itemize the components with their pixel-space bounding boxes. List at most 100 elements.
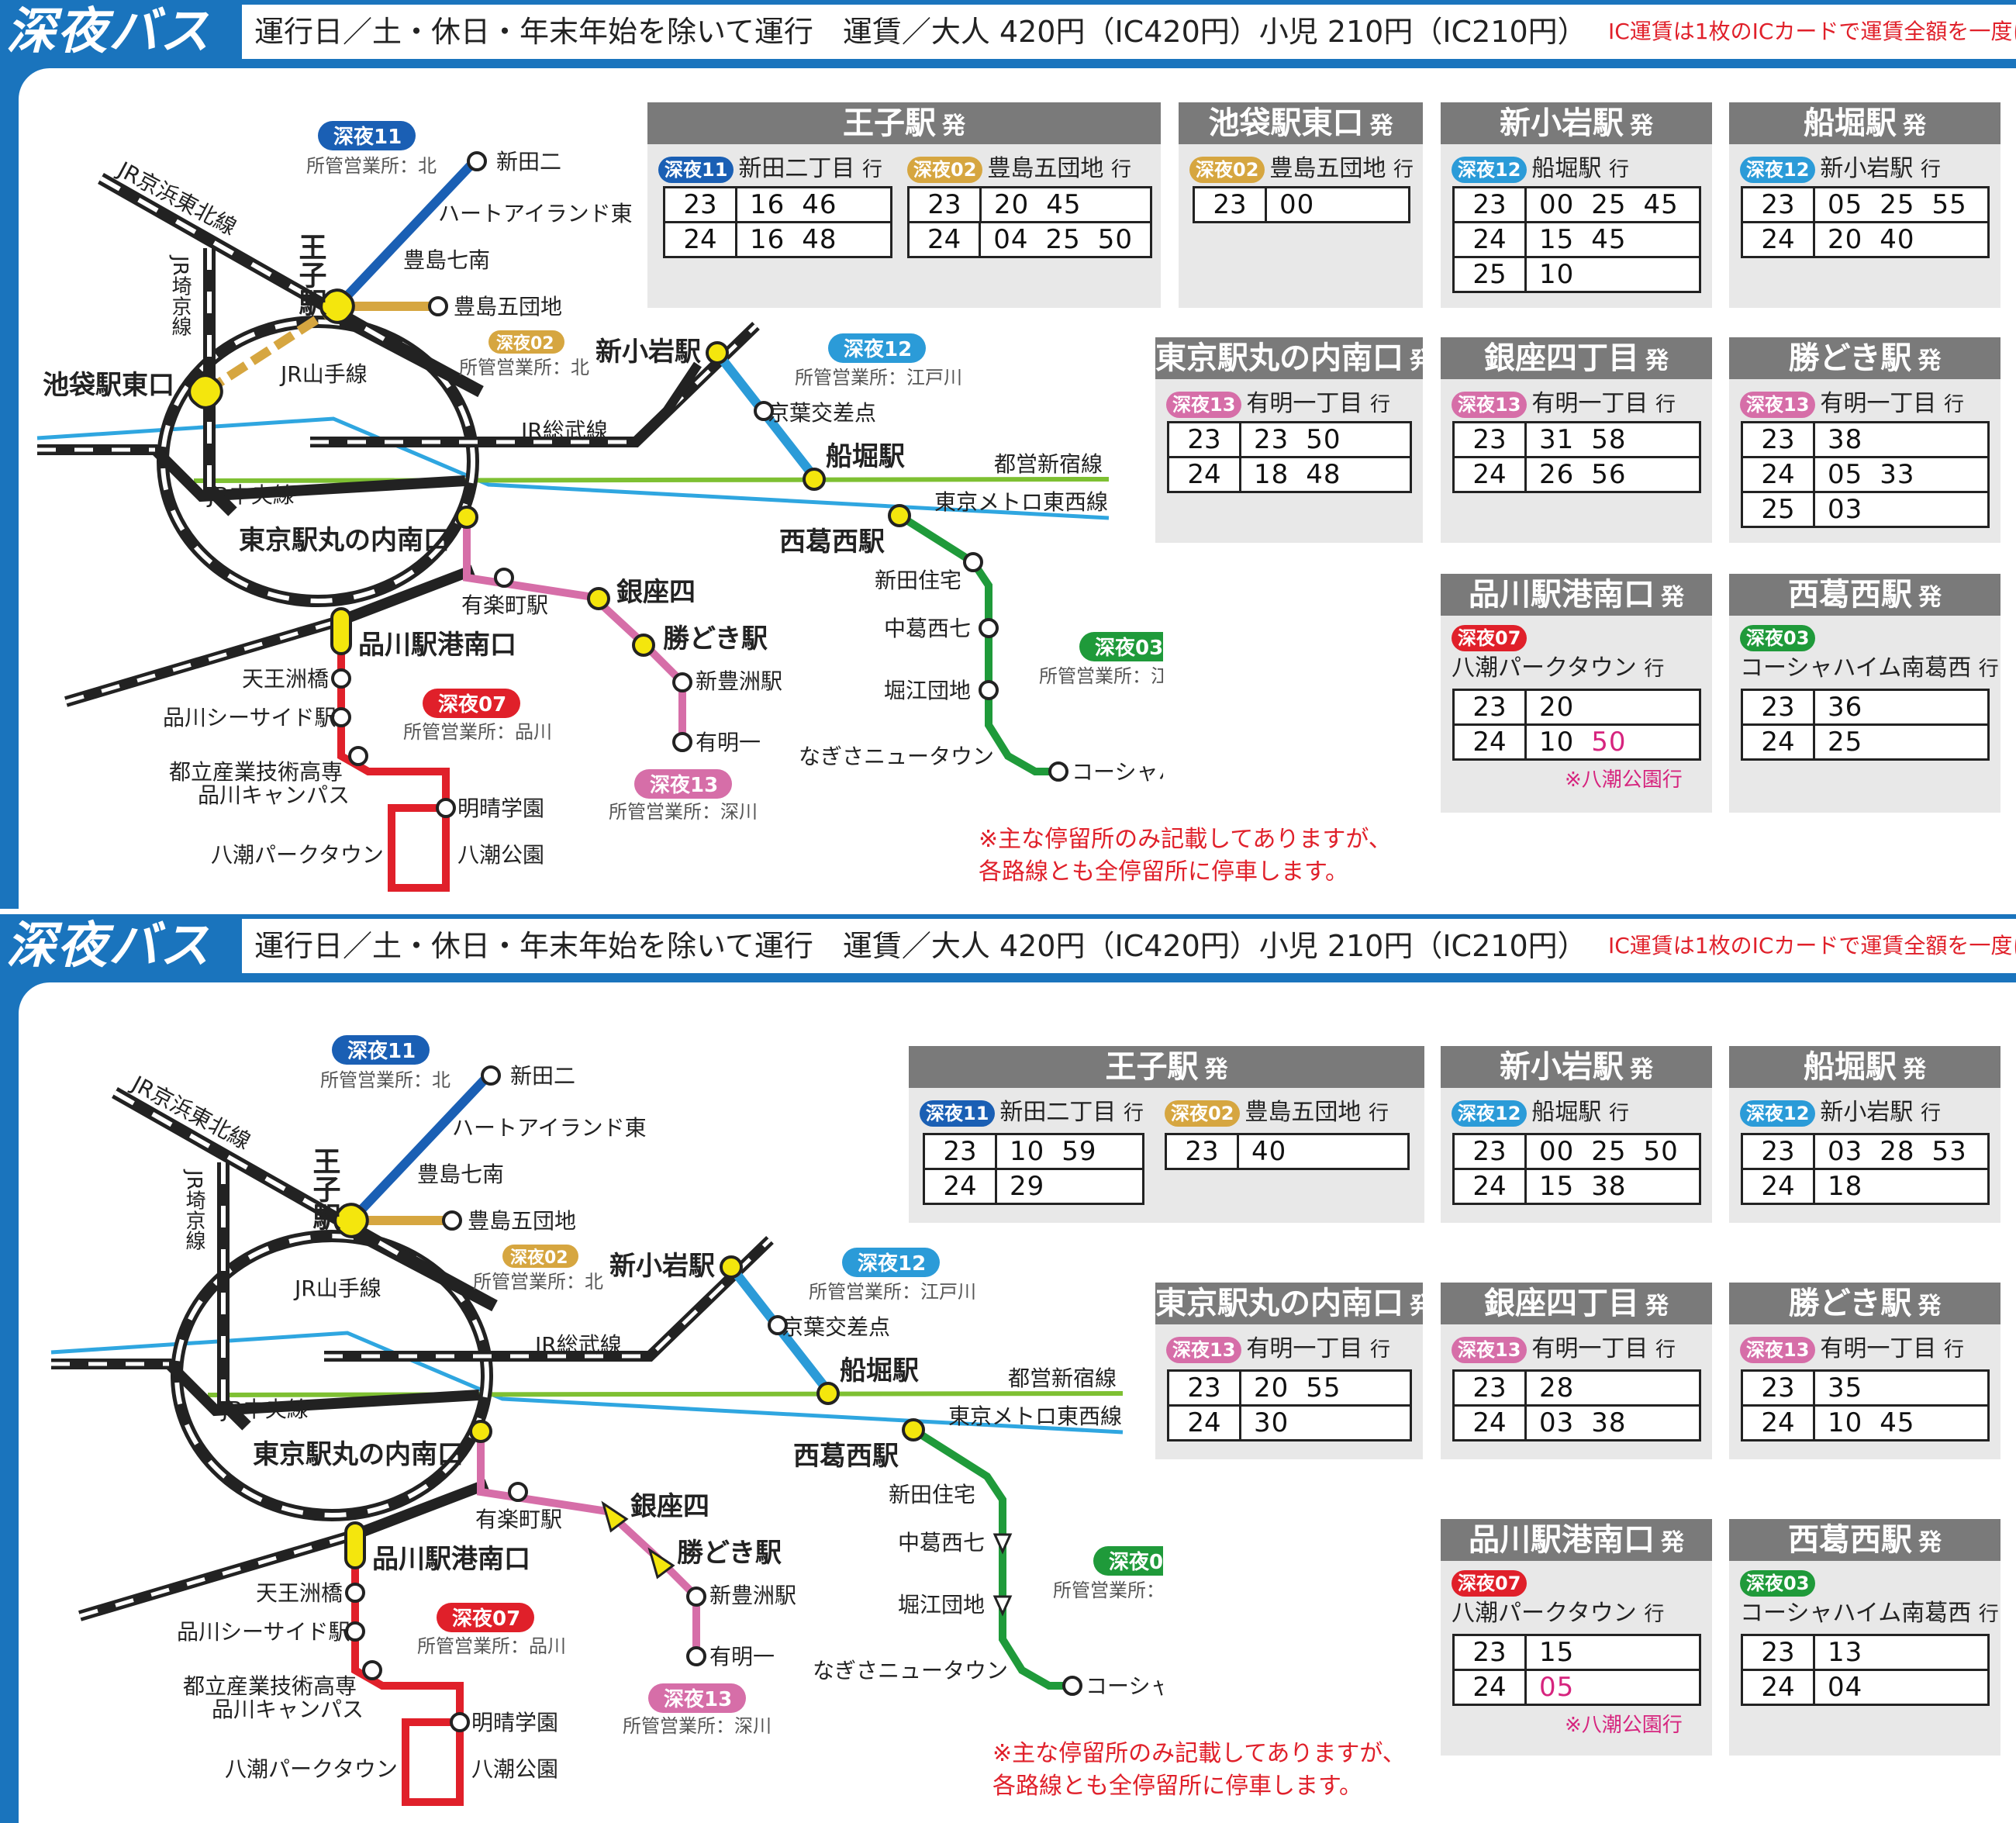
tt-head: 新小岩駅発 <box>1441 1046 1712 1088</box>
office-kita-02: 所管営業所：北 <box>459 357 589 378</box>
stop-shintaniji: 新田二 <box>496 149 561 174</box>
tt-minute: 59 <box>1062 1136 1097 1167</box>
tt-hour: 24 <box>1743 223 1815 256</box>
stop-toshima7: 豊島七南 <box>417 1162 504 1187</box>
tt-minutes: 05 <box>1527 1671 1699 1704</box>
tt-minute: 05 <box>1539 1672 1575 1703</box>
tt-hour: 23 <box>1455 423 1527 456</box>
logo-title: 深夜バス <box>6 3 211 60</box>
tt-hour: 24 <box>925 1170 997 1203</box>
tt-hour: 23 <box>1455 1135 1527 1168</box>
tt-minute: 28 <box>1539 1372 1575 1404</box>
tt-minute: 15 <box>1539 224 1575 255</box>
stop-toshima5: 豊島五団地 <box>468 1208 576 1234</box>
map-footnote-2: 各路線とも全停留所に停車します。 <box>992 1773 1362 1800</box>
tt-hour: 25 <box>1743 493 1815 526</box>
header-bar: 運行日／土・休日・年末年始を除いて運行 運賃／大人 420円（IC420円）小児… <box>242 5 2016 59</box>
tt-minute: 30 <box>1254 1407 1289 1438</box>
tt-minute: 20 <box>1254 1372 1289 1404</box>
office-edogawa-03: 所管営業所：江戸川 <box>1053 1580 1163 1601</box>
badge-r12: 深夜12 <box>844 337 912 361</box>
office-shinagawa: 所管営業所：品川 <box>417 1635 566 1657</box>
stop-sangyo: 都立産業技術高専 <box>169 759 343 785</box>
tt-head: 池袋駅東口発 <box>1179 102 1423 144</box>
stop-toshima7: 豊島七南 <box>403 247 490 273</box>
stop-toshima5: 豊島五団地 <box>454 294 562 319</box>
stop-nakakasai7: 中葛西七 <box>898 1530 985 1555</box>
tt-hour: 23 <box>1743 1135 1815 1168</box>
tt-hour: 24 <box>1169 458 1241 491</box>
stop-horie: 堀江団地 <box>884 678 971 703</box>
tt-minutes: 03 <box>1815 493 1987 526</box>
tt-hour: 24 <box>1455 1407 1527 1439</box>
tt-head: 新小岩駅発 <box>1441 102 1712 144</box>
timetable-panel-bottom: 深夜バス 運行日／土・休日・年末年始を除いて運行 運賃／大人 420円（IC42… <box>0 914 2016 1823</box>
tt-minute: 48 <box>802 224 837 255</box>
tt-minute: 45 <box>1880 1407 1915 1438</box>
tt-minute: 56 <box>1591 459 1627 490</box>
tt-hour: 24 <box>1455 1671 1527 1704</box>
tt-minute: 33 <box>1880 459 1915 490</box>
rail-saikyo: JR埼京線 <box>168 254 192 337</box>
stop-markers <box>188 151 1068 818</box>
tt-minute: 20 <box>994 189 1030 220</box>
tt-minute: 45 <box>1643 189 1679 220</box>
route-02-dashed <box>202 302 340 396</box>
tt-hour: 24 <box>1743 1671 1815 1704</box>
tt-minute: 10 <box>1828 1407 1863 1438</box>
tt-head: 船堀駅発 <box>1729 102 2000 144</box>
tt-minutes: 13 <box>1815 1636 1987 1669</box>
tt-hour: 25 <box>1455 258 1527 291</box>
route-map: 新田二 ハートアイランド東 豊島七南 豊島五団地 京葉交差点 有楽町駅 新豊洲駅… <box>50 1035 1163 1806</box>
badge-r11: 深夜11 <box>333 125 402 149</box>
rail-yamanote: JR山手線 <box>293 1276 381 1301</box>
tt-minute: 03 <box>1828 1136 1863 1167</box>
tt-minute: 18 <box>1254 459 1289 490</box>
stop-keiyo: 京葉交差点 <box>782 1314 890 1340</box>
rail-yamanote: JR山手線 <box>279 361 368 387</box>
tt-minute: 25 <box>1591 1136 1627 1167</box>
stop-meisei: 明晴学園 <box>457 796 544 821</box>
tt-minute: 50 <box>1306 424 1341 455</box>
map-footnote-2: 各路線とも全停留所に停車します。 <box>979 858 1348 886</box>
tt-head: 西葛西駅発 <box>1729 1519 2000 1561</box>
stop-sangyo: 都立産業技術高専 <box>183 1673 357 1699</box>
station-shinkoiwa: 新小岩駅 <box>595 337 701 368</box>
tt-minute: 38 <box>1591 1171 1627 1202</box>
map-footnote-1: ※主な停留所のみ記載してありますが、 <box>979 826 1392 853</box>
tt-minute: 40 <box>1880 224 1915 255</box>
tt-minute: 55 <box>1931 189 1967 220</box>
tt-minute: 50 <box>1643 1136 1679 1167</box>
